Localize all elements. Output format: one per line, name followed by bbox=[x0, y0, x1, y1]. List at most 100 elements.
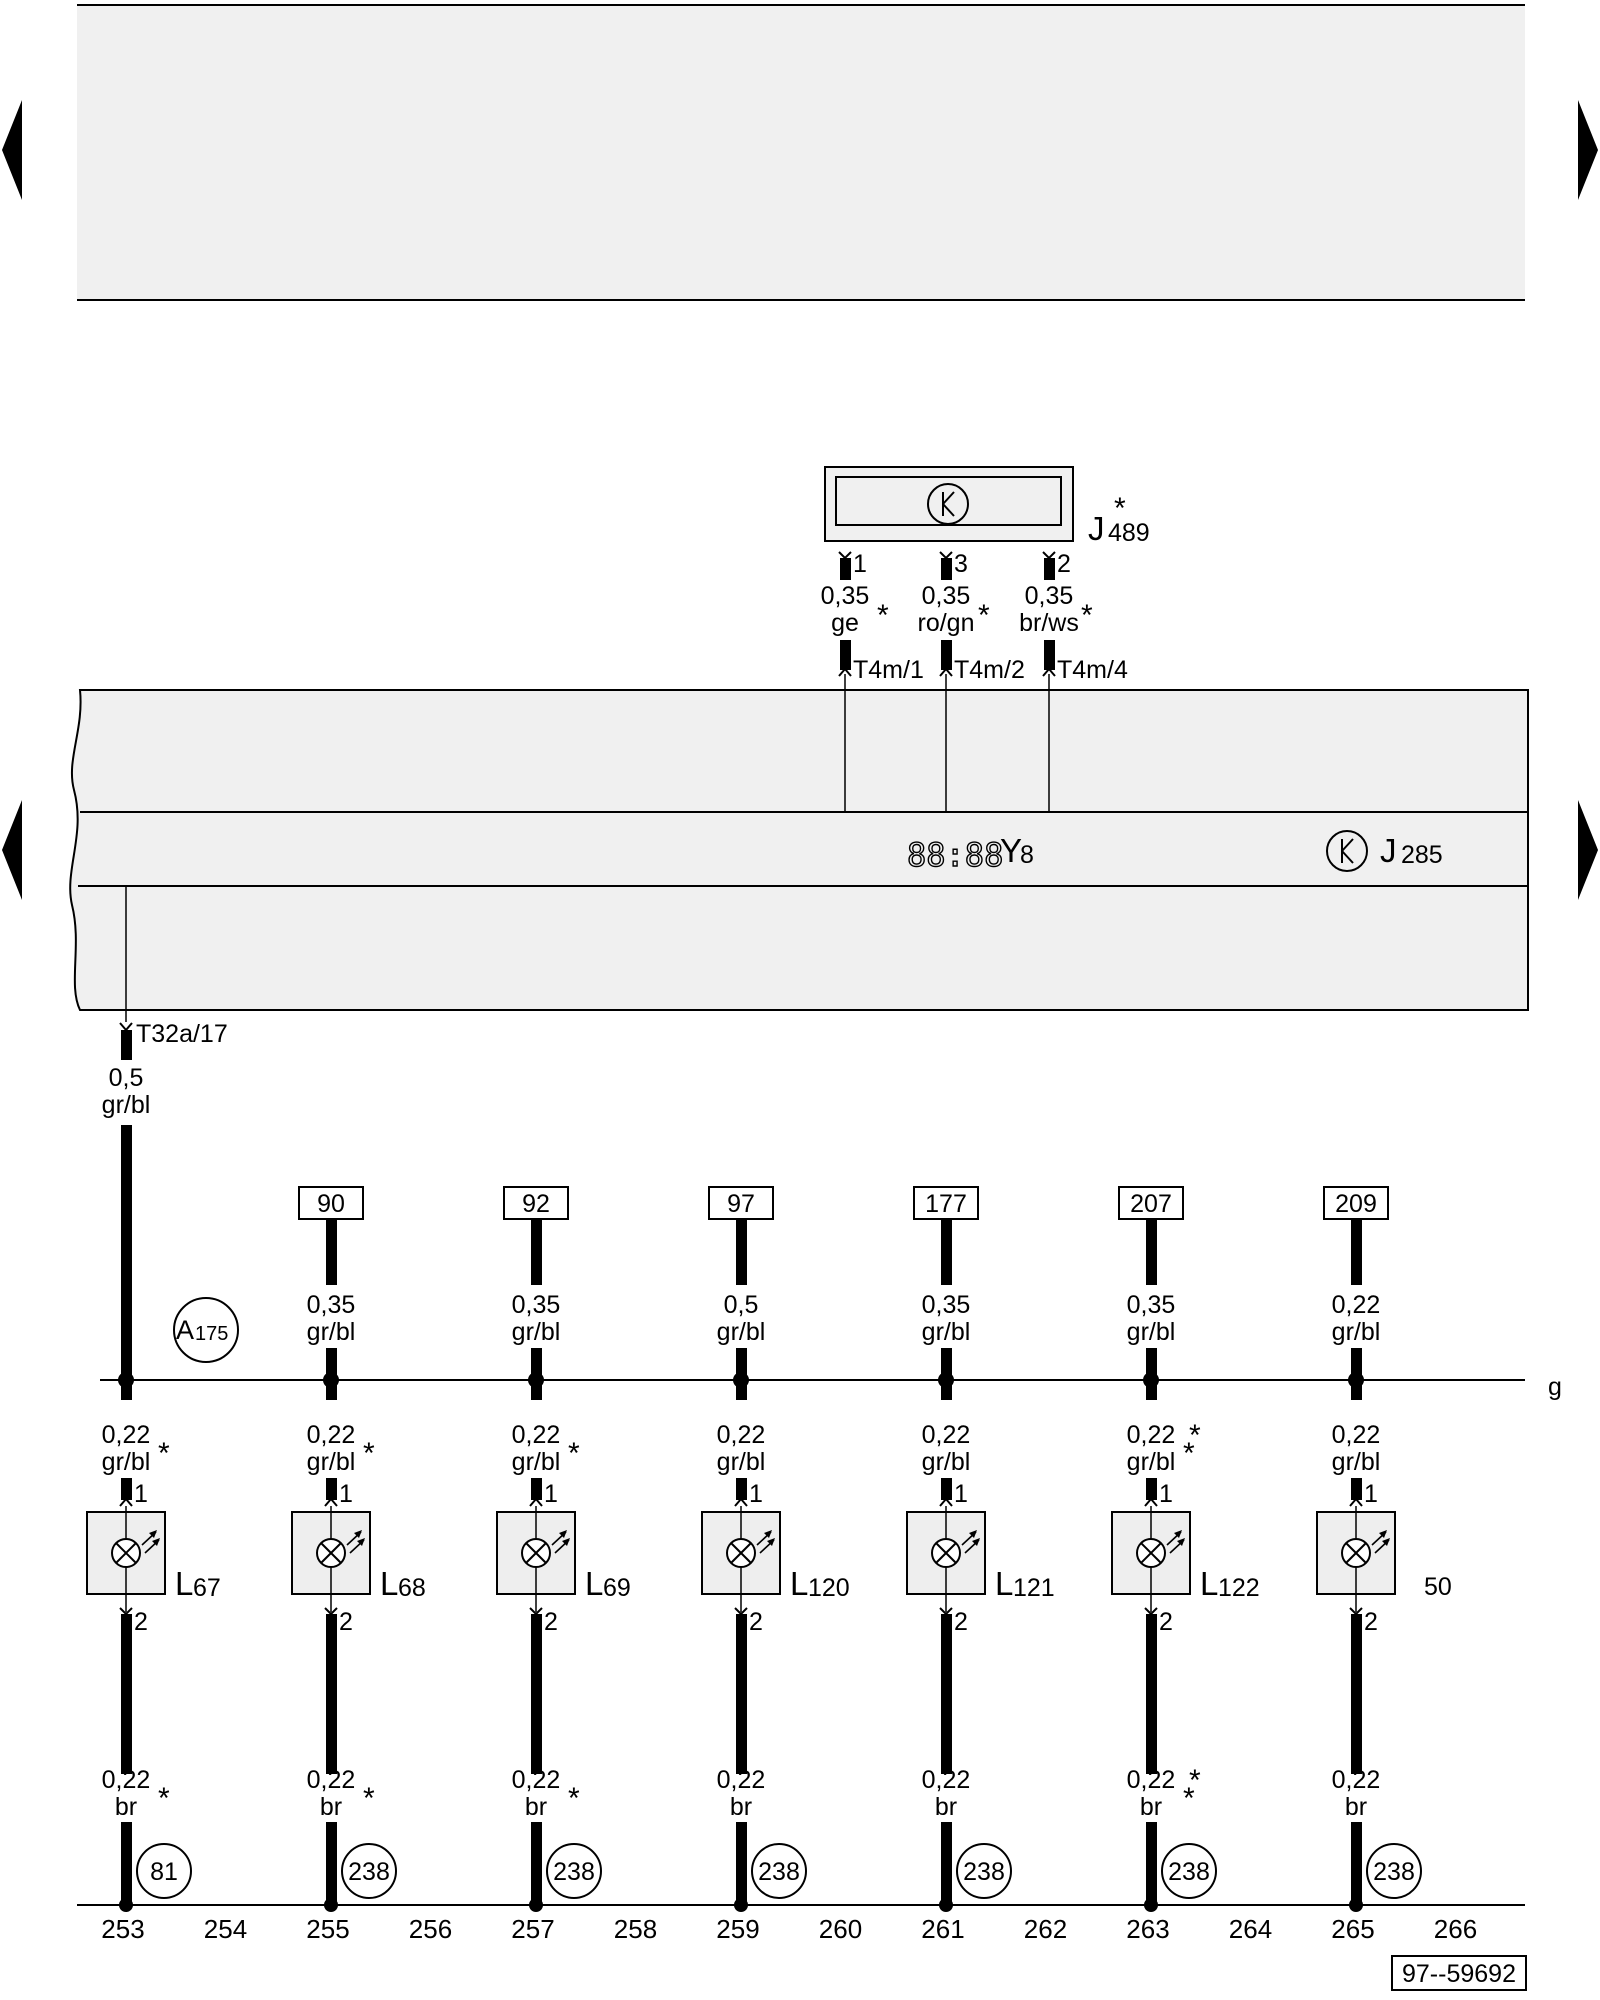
wire-segment bbox=[326, 1348, 337, 1380]
pin-number: 1 bbox=[1364, 1480, 1378, 1508]
wire-segment bbox=[941, 1822, 952, 1905]
wire-segment bbox=[1146, 1348, 1157, 1380]
reference-box bbox=[708, 1186, 774, 1220]
wire-segment bbox=[531, 1220, 542, 1285]
nav-right-arrow-top[interactable] bbox=[1578, 100, 1598, 200]
wire-color: gr/bl bbox=[307, 1448, 356, 1476]
wire-color: br bbox=[935, 1793, 957, 1821]
pin-arrow bbox=[1144, 1497, 1158, 1507]
nav-right-arrow-middle[interactable] bbox=[1578, 800, 1598, 900]
control-unit-id: J bbox=[1380, 832, 1397, 869]
wire-star: * bbox=[978, 599, 990, 632]
wire-size: 0,22 bbox=[922, 1421, 971, 1449]
lamp-id: L bbox=[790, 1565, 808, 1602]
wire-color: ro/gn bbox=[918, 609, 975, 637]
pin-number: 1 bbox=[853, 550, 867, 578]
pin-arrow bbox=[1349, 1497, 1363, 1507]
wire-star: * bbox=[568, 1437, 580, 1470]
reference-number: 97 bbox=[727, 1190, 755, 1218]
wire-size: 0,22 bbox=[102, 1766, 151, 1794]
wire-size: 0,35 bbox=[1025, 582, 1074, 610]
pin-stub bbox=[121, 1478, 132, 1500]
pin-number: 2 bbox=[1159, 1608, 1173, 1636]
wire-star: * bbox=[568, 1782, 580, 1815]
timer-star: * bbox=[1114, 492, 1126, 525]
wire-size: 0,22 bbox=[102, 1421, 151, 1449]
wire-segment bbox=[121, 1822, 132, 1905]
wire-size: 0,22 bbox=[512, 1766, 561, 1794]
wire-segment bbox=[1351, 1220, 1362, 1285]
wire-segment bbox=[531, 1380, 542, 1400]
reference-number: 177 bbox=[925, 1190, 967, 1218]
plug-label: T4m/1 bbox=[853, 656, 924, 684]
wire-star: * bbox=[1183, 1782, 1195, 1815]
ground-connection-number: 238 bbox=[1373, 1858, 1415, 1886]
reference-number: 207 bbox=[1130, 1190, 1172, 1218]
pin-arrow bbox=[939, 551, 953, 560]
wire-size: 0,5 bbox=[724, 1291, 759, 1319]
reference-box bbox=[503, 1186, 569, 1220]
ground-connection-circle bbox=[136, 1843, 192, 1899]
wire-size: 0,22 bbox=[1127, 1766, 1176, 1794]
axis-number: 258 bbox=[614, 1914, 657, 1944]
wire-segment bbox=[121, 1125, 132, 1380]
wire-segment bbox=[1146, 1822, 1157, 1905]
ground-connection-number: 238 bbox=[553, 1858, 595, 1886]
wire-segment bbox=[1146, 1220, 1157, 1285]
wire-color: gr/bl bbox=[512, 1448, 561, 1476]
wire-segment bbox=[326, 1822, 337, 1905]
wire-segment bbox=[941, 1380, 952, 1400]
pin-arrow bbox=[1042, 551, 1056, 560]
junction-dot bbox=[529, 1898, 543, 1912]
pin-number: 1 bbox=[749, 1480, 763, 1508]
junction-dot bbox=[324, 1898, 338, 1912]
lamp-id: L bbox=[585, 1565, 603, 1602]
plug-arrow bbox=[838, 667, 852, 677]
pin-number: 3 bbox=[954, 550, 968, 578]
plug-arrow bbox=[939, 667, 953, 677]
diagram-id-box: 97--59692 bbox=[1391, 1955, 1527, 1991]
plug-stub bbox=[941, 640, 952, 670]
axis-number: 256 bbox=[409, 1914, 452, 1944]
plug-label: T4m/4 bbox=[1057, 656, 1128, 684]
pin-stub bbox=[941, 1478, 952, 1500]
ground-connection-circle bbox=[1366, 1843, 1422, 1899]
wire-segment bbox=[1351, 1614, 1362, 1774]
wire-size: 0,22 bbox=[1332, 1291, 1381, 1319]
timer-unit-j489: J 489 * bbox=[824, 466, 1150, 547]
axis-number: 261 bbox=[921, 1914, 964, 1944]
pin-arrow bbox=[529, 1497, 543, 1507]
wire-segment bbox=[736, 1348, 747, 1380]
cluster-output-size: 0,5 bbox=[109, 1064, 144, 1092]
lamp-id-sub: 67 bbox=[193, 1574, 221, 1602]
wire-color: gr/bl bbox=[922, 1318, 971, 1346]
reference-box bbox=[913, 1186, 979, 1220]
plug-arrow bbox=[1042, 667, 1056, 677]
nav-left-arrow-middle[interactable] bbox=[2, 800, 22, 900]
pin-number: 2 bbox=[954, 1608, 968, 1636]
wire-color: gr/bl bbox=[717, 1318, 766, 1346]
nav-left-arrow-top[interactable] bbox=[2, 100, 22, 200]
lamp-bulb-icon bbox=[316, 1506, 365, 1612]
junction-dot bbox=[939, 1898, 953, 1912]
timer-pins: 10,35ge*T4m/130,35ro/gn*T4m/220,35br/ws*… bbox=[821, 550, 1128, 684]
timer-id-sub: 489 bbox=[1108, 519, 1150, 547]
axis-number: 260 bbox=[819, 1914, 862, 1944]
wire-segment bbox=[531, 1348, 542, 1380]
wire-color: gr/bl bbox=[307, 1318, 356, 1346]
pin-stub bbox=[1351, 1478, 1362, 1500]
pin-stub bbox=[531, 1478, 542, 1500]
lamp-id: L bbox=[380, 1565, 398, 1602]
connection-a175-sub: 175 bbox=[195, 1323, 228, 1345]
ground-connection-circle bbox=[751, 1843, 807, 1899]
wire-segment bbox=[941, 1348, 952, 1380]
lamp-id: L bbox=[995, 1565, 1013, 1602]
axis-number: 259 bbox=[716, 1914, 759, 1944]
plug-label: T4m/2 bbox=[954, 656, 1025, 684]
ground-connection-circle bbox=[1161, 1843, 1217, 1899]
reference-box bbox=[1323, 1186, 1389, 1220]
